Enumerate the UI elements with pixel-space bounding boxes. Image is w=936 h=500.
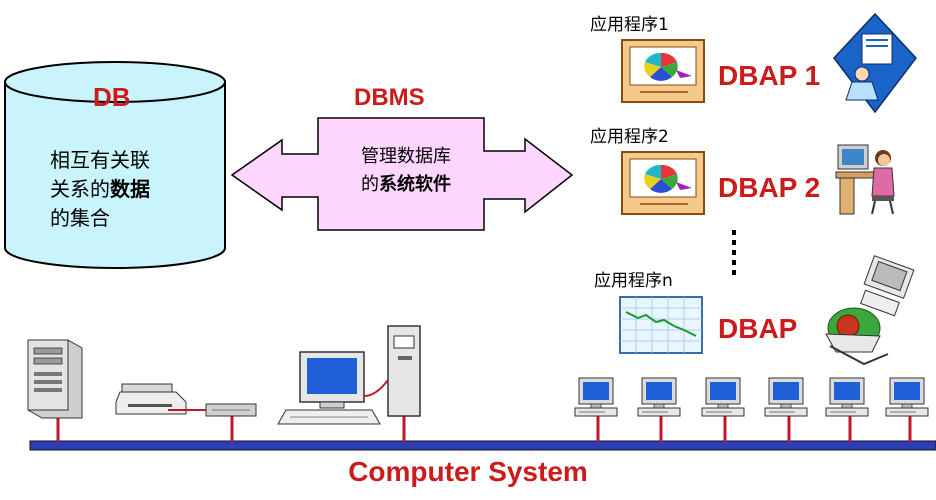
dbms-title: DBMS (354, 84, 425, 111)
app-name-n: 应用程序n (594, 271, 673, 291)
pie-chart-icon (644, 164, 692, 193)
db-desc-line-3: 的集合 (50, 206, 110, 230)
pie-chart-icon (644, 52, 692, 81)
network-hub-icon (205, 403, 257, 417)
db-desc-line-1: 相互有关联 (50, 148, 150, 172)
dbap-label-2: DBAP 2 (718, 172, 821, 203)
user-icon-1 (833, 12, 917, 114)
dbap-label-n: DBAP (718, 313, 798, 344)
network-bus (29, 440, 936, 451)
more-apps-ellipsis-icon (732, 230, 736, 275)
user-icon-n (825, 255, 915, 366)
app-name-1: 应用程序1 (590, 15, 669, 35)
app-window-2 (621, 151, 705, 215)
app-name-2: 应用程序2 (590, 127, 669, 147)
dbap-label-1: DBAP 1 (718, 60, 821, 91)
line-chart-icon (625, 311, 697, 337)
dbms-desc-line-2: 的系统软件 (361, 174, 451, 195)
network-drop-lines (56, 414, 912, 442)
db-title: DB (93, 82, 131, 112)
user-icon-2 (835, 144, 895, 215)
app-window-1 (621, 39, 705, 103)
db-cylinder (4, 61, 226, 269)
printer-icon (115, 383, 187, 415)
db-description: 相互有关联 关系的数据 的集合 (50, 146, 190, 233)
app-window-n (619, 296, 703, 354)
dbms-desc-line-1: 管理数据库 (361, 146, 451, 167)
dbms-double-arrow (230, 117, 574, 231)
workstation-row (574, 377, 929, 417)
server-tower-icon (27, 339, 83, 419)
dbms-description: 管理数据库 的系统软件 (336, 143, 476, 199)
computer-system-label: Computer System (348, 456, 588, 487)
db-desc-line-2: 关系的数据 (50, 177, 150, 201)
workstation-icon (277, 325, 421, 425)
